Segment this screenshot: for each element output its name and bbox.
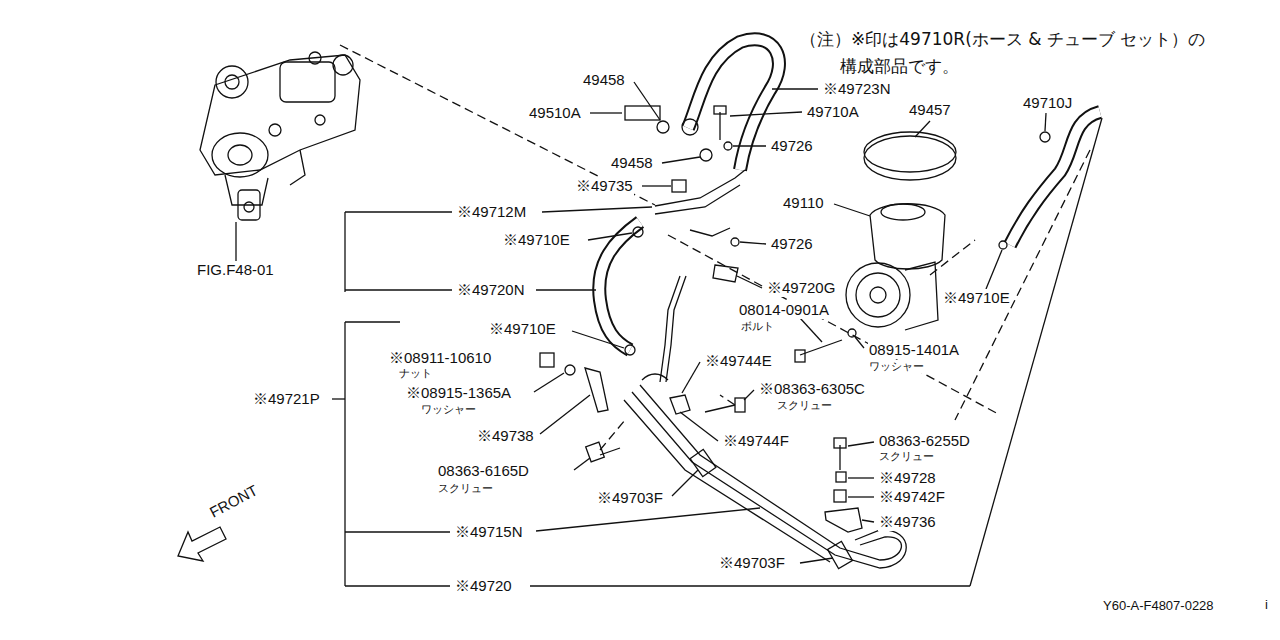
part-label: ※49723N xyxy=(822,80,892,98)
part-label: ※49736 xyxy=(878,513,937,531)
part-label: ※49720G xyxy=(766,279,836,297)
part-label: ※49720N xyxy=(456,281,526,299)
part-label: ※49712M xyxy=(456,203,527,221)
part-label: 08363-6255D xyxy=(878,432,971,450)
part-label: ※49721P xyxy=(252,390,321,408)
part-label: ナット xyxy=(398,367,433,380)
part-label: ※49744E xyxy=(704,352,773,370)
part-label: FRONT xyxy=(206,481,262,522)
part-label: ※49728 xyxy=(878,469,937,487)
part-label: ワッシャー xyxy=(868,360,925,373)
part-label: 49458 xyxy=(582,71,626,89)
part-label: ※08915-1365A xyxy=(405,384,512,402)
part-label: 08014-0901A xyxy=(738,301,830,319)
part-label: ※49744F xyxy=(722,432,790,450)
part-label: スクリュー xyxy=(878,450,935,463)
part-label: ※49738 xyxy=(476,427,535,445)
gear-box xyxy=(200,52,360,220)
part-label: ※08363-6305C xyxy=(758,380,866,398)
part-label: FIG.F48-01 xyxy=(196,261,275,279)
part-label: スクリュー xyxy=(437,482,494,495)
part-label: 49110 xyxy=(782,194,825,212)
part-label: ※49742F xyxy=(878,488,946,506)
part-label: ※08911-10610 xyxy=(388,349,492,367)
part-label: 49726 xyxy=(770,137,814,155)
part-label: 49726 xyxy=(770,235,814,253)
part-label: 49457 xyxy=(908,101,952,119)
part-label: ボルト xyxy=(740,320,775,333)
part-label: スクリュー xyxy=(776,399,833,412)
part-label: ※49703F xyxy=(718,554,786,572)
part-label: Y60-A-F4807-0228 xyxy=(1102,597,1215,615)
part-label: i xyxy=(1264,596,1269,614)
part-label: ※49710E xyxy=(488,320,557,338)
part-label: 49710A xyxy=(806,103,860,121)
part-label: ※49715N xyxy=(454,523,524,541)
part-label: 08915-1401A xyxy=(868,341,960,359)
note-text: （注）※印は49710R(ホース & チューブ セット）の構成部品です。 xyxy=(800,26,1213,80)
part-label: ワッシャー xyxy=(420,403,477,416)
part-label: 49458 xyxy=(610,154,654,172)
part-label: ※49703F xyxy=(596,489,664,507)
part-label: 08363-6165D xyxy=(437,462,530,480)
part-label: ※49710E xyxy=(502,231,571,249)
part-label: 49710J xyxy=(1022,94,1073,112)
part-label: 49510A xyxy=(528,104,582,122)
part-label: ※49720 xyxy=(454,577,513,595)
part-label: ※49735 xyxy=(575,177,634,195)
part-label: ※49710E xyxy=(942,289,1011,307)
